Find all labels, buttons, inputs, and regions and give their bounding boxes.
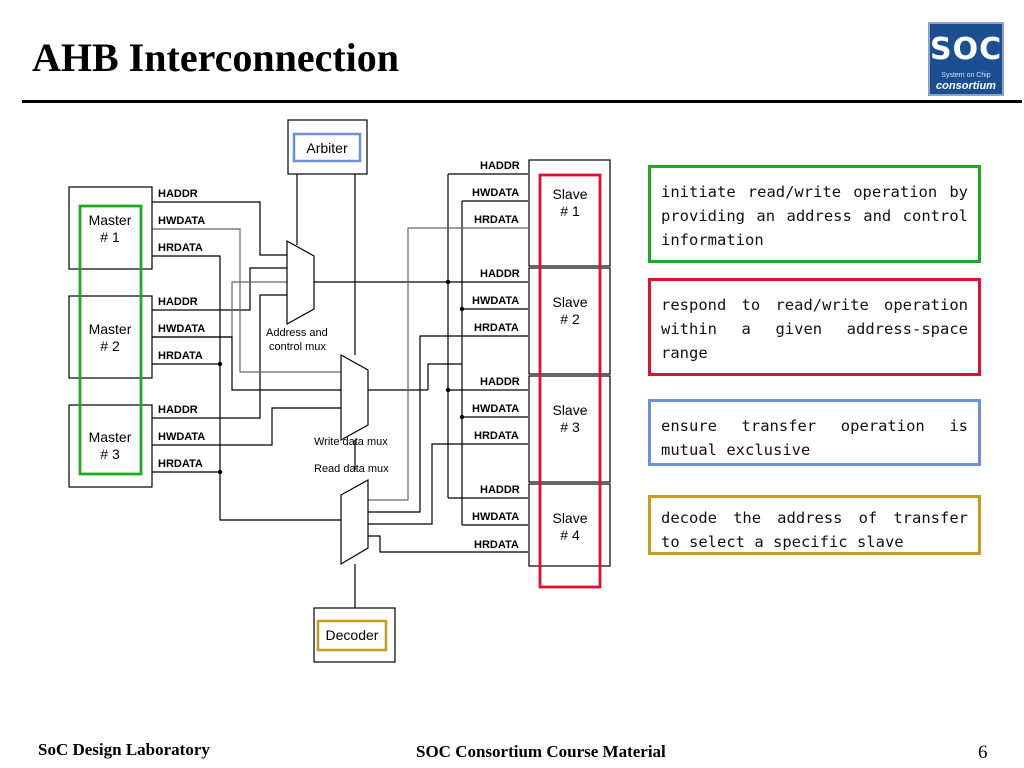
master-1-box [68, 186, 153, 270]
slave-4-box [528, 483, 611, 567]
slave-3-hrdata-label: HRDATA [474, 430, 519, 442]
soc-consortium-logo: SOC System on Chip consortium [928, 22, 1004, 96]
master-3-hrdata-label: HRDATA [158, 458, 203, 470]
slave-1-box [528, 159, 611, 267]
slave-4-hwdata-label: HWDATA [472, 511, 519, 523]
arbiter-box [292, 132, 362, 163]
arbiter-label: Arbiter [306, 140, 348, 156]
master-3-hwdata-label: HWDATA [158, 431, 205, 443]
slave-4-hrdata-label: HRDATA [474, 539, 519, 551]
footer-left: SoC Design Laboratory [38, 740, 210, 759]
read-data-mux [340, 478, 369, 566]
note-master-role: initiate read/write operation by providi… [648, 165, 981, 263]
note-slave-text: respond to read/write operation within a… [661, 296, 968, 362]
slave-2-hrdata-label: HRDATA [474, 322, 519, 334]
master-1-name: Master [89, 212, 132, 228]
master-1-num: # 1 [100, 229, 120, 245]
footer-center: SOC Consortium Course Material [416, 742, 666, 761]
note-master-text: initiate read/write operation by providi… [661, 183, 968, 249]
read-mux-label: Read data mux [314, 463, 389, 475]
slave-4-num: # 4 [560, 527, 580, 543]
addr-mux-label-line2: control mux [269, 341, 326, 353]
slave-2-haddr-label: HADDR [480, 268, 520, 280]
note-arbiter-text: ensure transfer operation is mutual excl… [661, 417, 968, 459]
slave-4-haddr-label: HADDR [480, 484, 520, 496]
master-group-outline [78, 204, 143, 476]
note-decoder-role: decode the address of transfer to select… [648, 495, 981, 555]
decoder-label: Decoder [326, 627, 379, 643]
master-3-name: Master [89, 429, 132, 445]
slave-2-hwdata-label: HWDATA [472, 295, 519, 307]
slave-1-hwdata-label: HWDATA [472, 187, 519, 199]
slave-2-name: Slave [552, 294, 587, 310]
slave-3-num: # 3 [560, 419, 580, 435]
master-1-hrdata-label: HRDATA [158, 242, 203, 254]
slave-2-box [528, 267, 611, 375]
master-2-hrdata-label: HRDATA [158, 350, 203, 362]
decoder-box [316, 619, 388, 652]
note-decoder-text: decode the address of transfer to select… [661, 509, 968, 551]
slave-3-name: Slave [552, 402, 587, 418]
write-data-mux [340, 353, 369, 442]
master-2-num: # 2 [100, 338, 120, 354]
addr-mux-label-line1: Address and [266, 327, 328, 339]
logo-word: consortium [936, 80, 996, 92]
slave-3-haddr-label: HADDR [480, 376, 520, 388]
slave-1-num: # 1 [560, 203, 580, 219]
slave-1-name: Slave [552, 186, 587, 202]
slave-3-box [528, 375, 611, 483]
slide-title: AHB Interconnection [32, 35, 400, 80]
master-2-box [68, 295, 153, 379]
master-1-haddr-label: HADDR [158, 188, 198, 200]
slave-2-num: # 2 [560, 311, 580, 327]
master-1-hwdata-label: HWDATA [158, 215, 205, 227]
master-2-haddr-label: HADDR [158, 296, 198, 308]
note-slave-role: respond to read/write operation within a… [648, 278, 981, 376]
master-2-name: Master [89, 321, 132, 337]
address-control-mux [286, 239, 315, 326]
slave-group-outline [538, 173, 602, 589]
slave-3-hwdata-label: HWDATA [472, 403, 519, 415]
title-rule [22, 100, 1022, 103]
slave-1-hrdata-label: HRDATA [474, 214, 519, 226]
write-mux-label: Write data mux [314, 436, 388, 448]
slave-4-name: Slave [552, 510, 587, 526]
master-2-hwdata-label: HWDATA [158, 323, 205, 335]
logo-subtitle: System on Chip [941, 72, 991, 79]
page-number: 6 [978, 742, 988, 763]
logo-main-text: SOC [930, 32, 1003, 67]
note-arbiter-role: ensure transfer operation is mutual excl… [648, 399, 981, 466]
master-3-num: # 3 [100, 446, 120, 462]
master-3-haddr-label: HADDR [158, 404, 198, 416]
slave-1-haddr-label: HADDR [480, 160, 520, 172]
